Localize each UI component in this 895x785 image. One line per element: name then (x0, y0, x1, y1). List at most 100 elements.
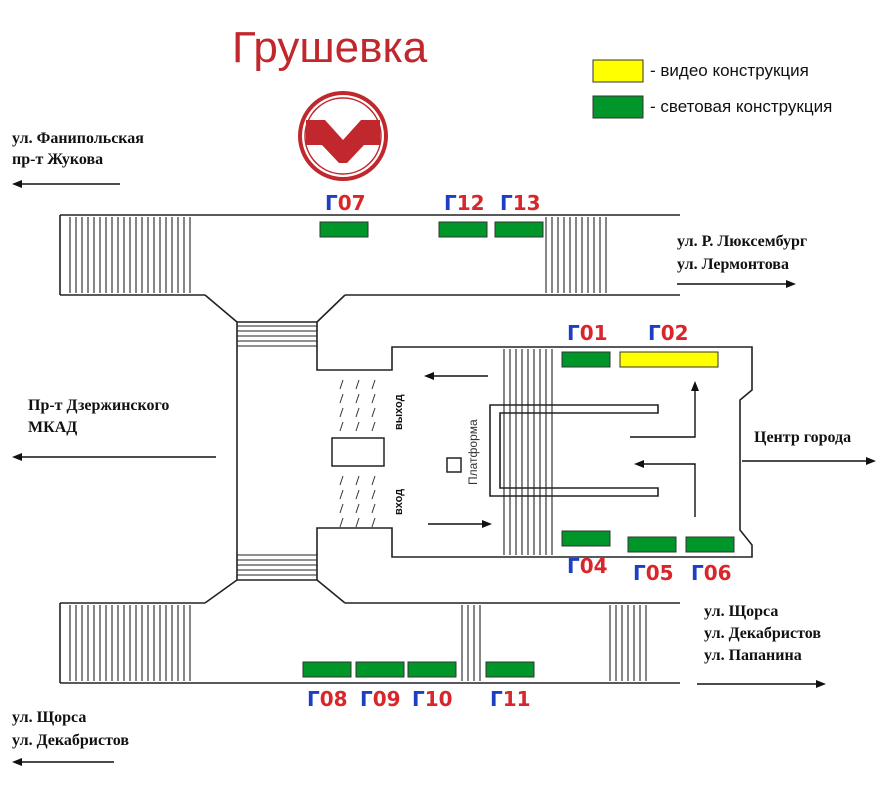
construction-code-number: 09 (373, 687, 401, 711)
construction-Г12 (438, 221, 488, 238)
central-hall (204, 294, 753, 604)
street-label: ул. Фанипольская (12, 130, 144, 147)
street-label: Центр города (754, 429, 851, 446)
construction-label: Г02 (648, 321, 689, 345)
construction-Г02 (619, 351, 719, 368)
turnstile-mark (371, 379, 376, 390)
construction-Г04 (561, 530, 611, 547)
construction-code-number: 04 (580, 554, 608, 578)
turnstile-mark (339, 503, 344, 514)
turnstile-mark (339, 489, 344, 500)
stairs-platform (503, 349, 553, 555)
turnstile-mark (371, 475, 376, 486)
turnstile-mark (371, 517, 376, 528)
construction-code-letter: Г (307, 687, 320, 711)
turnstile-mark (355, 517, 360, 528)
turnstile-mark (339, 407, 344, 418)
street-label: ул. Щорса (704, 603, 778, 620)
platform-area (489, 349, 659, 555)
construction-code-number: 06 (704, 561, 732, 585)
stairs-bottom-mid (461, 605, 481, 681)
station-title: Грушевка (232, 23, 428, 72)
construction-Г11 (485, 661, 535, 678)
turnstile-mark (355, 379, 360, 390)
arrow-head (12, 453, 22, 461)
construction-label: Г06 (691, 561, 732, 585)
turnstile-mark (371, 421, 376, 432)
construction-code-letter: Г (490, 687, 503, 711)
construction-code-letter: Г (567, 321, 580, 345)
construction-Г08 (302, 661, 352, 678)
construction-code-number: 01 (580, 321, 608, 345)
kiosk (331, 437, 385, 467)
legend-label-light: - световая конструкция (650, 97, 832, 116)
turnstile-mark (355, 503, 360, 514)
arrow-head (482, 520, 492, 528)
construction-Г10 (407, 661, 457, 678)
turnstile-mark (355, 489, 360, 500)
arrow-head (634, 460, 644, 468)
street-mid-left: Пр-т Дзержинского МКАД (12, 397, 216, 461)
street-label: МКАД (28, 419, 77, 436)
loop-arrow-upper (630, 387, 696, 438)
construction-label: Г13 (500, 191, 541, 215)
street-mid-right: Центр города (742, 429, 876, 465)
construction-Г07 (319, 221, 369, 238)
bottom-underpass (59, 602, 680, 684)
column (446, 457, 462, 473)
arrow-head (816, 680, 826, 688)
construction-code-letter: Г (360, 687, 373, 711)
street-label: ул. Лермонтова (677, 256, 789, 273)
construction-label: Г05 (633, 561, 674, 585)
construction-code-letter: Г (412, 687, 425, 711)
construction-code-letter: Г (500, 191, 513, 215)
stairs-hall-lower (237, 554, 317, 576)
construction-Г13 (494, 221, 544, 238)
street-top-right: ул. Р. Люксембург ул. Лермонтова (677, 233, 807, 288)
legend-label-video: - видео конструкция (650, 61, 809, 80)
turnstile-mark (371, 503, 376, 514)
turnstiles (339, 379, 376, 528)
stairs-bottom-left (69, 605, 191, 681)
loop-arrow-lower (640, 463, 696, 517)
arrow-head (866, 457, 876, 465)
construction-Г06 (685, 536, 735, 553)
legend-swatch-light (592, 95, 644, 119)
construction-label: Г01 (567, 321, 608, 345)
street-label: пр-т Жукова (12, 151, 103, 168)
exit-label: выход (393, 394, 405, 430)
stairs-top-right (545, 217, 607, 293)
arrow-head (12, 758, 22, 766)
construction-Г01 (561, 351, 611, 368)
construction-code-letter: Г (444, 191, 457, 215)
construction-code-number: 08 (320, 687, 348, 711)
turnstile-mark (339, 475, 344, 486)
construction-code-letter: Г (325, 191, 338, 215)
street-label: ул. Папанина (704, 647, 802, 664)
stairs-hall-upper (237, 325, 317, 347)
construction-label: Г09 (360, 687, 401, 711)
entry-label: вход (393, 489, 405, 515)
construction-code-number: 07 (338, 191, 366, 215)
flow-arrows (424, 372, 699, 528)
metro-m-logo-icon (298, 91, 388, 181)
construction-code-letter: Г (691, 561, 704, 585)
legend: - видео конструкция - световая конструкц… (592, 59, 832, 119)
turnstile-mark (339, 517, 344, 528)
top-underpass (59, 214, 680, 296)
construction-code-letter: Г (633, 561, 646, 585)
construction-code-number: 05 (646, 561, 674, 585)
construction-code-number: 12 (457, 191, 485, 215)
construction-code-number: 02 (661, 321, 689, 345)
legend-swatch-video (592, 59, 644, 83)
street-label: ул. Декабристов (12, 732, 129, 749)
platform-label: Платформа (466, 419, 480, 485)
street-label: ул. Щорса (12, 709, 86, 726)
stairs-bottom-right (609, 605, 647, 681)
arrow-head (786, 280, 796, 288)
turnstile-mark (339, 393, 344, 404)
turnstile-mark (371, 407, 376, 418)
arrow-head (12, 180, 22, 188)
